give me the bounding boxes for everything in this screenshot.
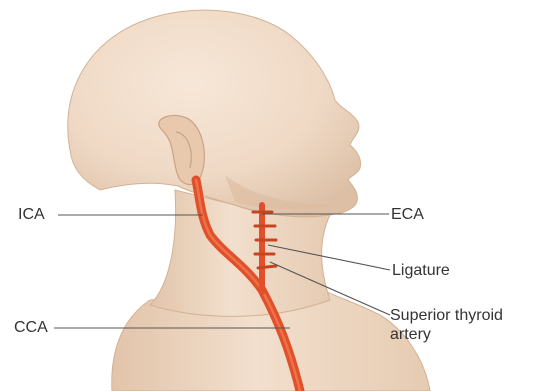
cca-label: CCA bbox=[14, 318, 48, 337]
head bbox=[68, 10, 361, 217]
eca-label: ECA bbox=[391, 205, 424, 224]
ligature-label: Ligature bbox=[392, 261, 450, 280]
ica-label: ICA bbox=[18, 205, 45, 224]
superior-thyroid-artery-label: Superior thyroid artery bbox=[390, 306, 537, 344]
